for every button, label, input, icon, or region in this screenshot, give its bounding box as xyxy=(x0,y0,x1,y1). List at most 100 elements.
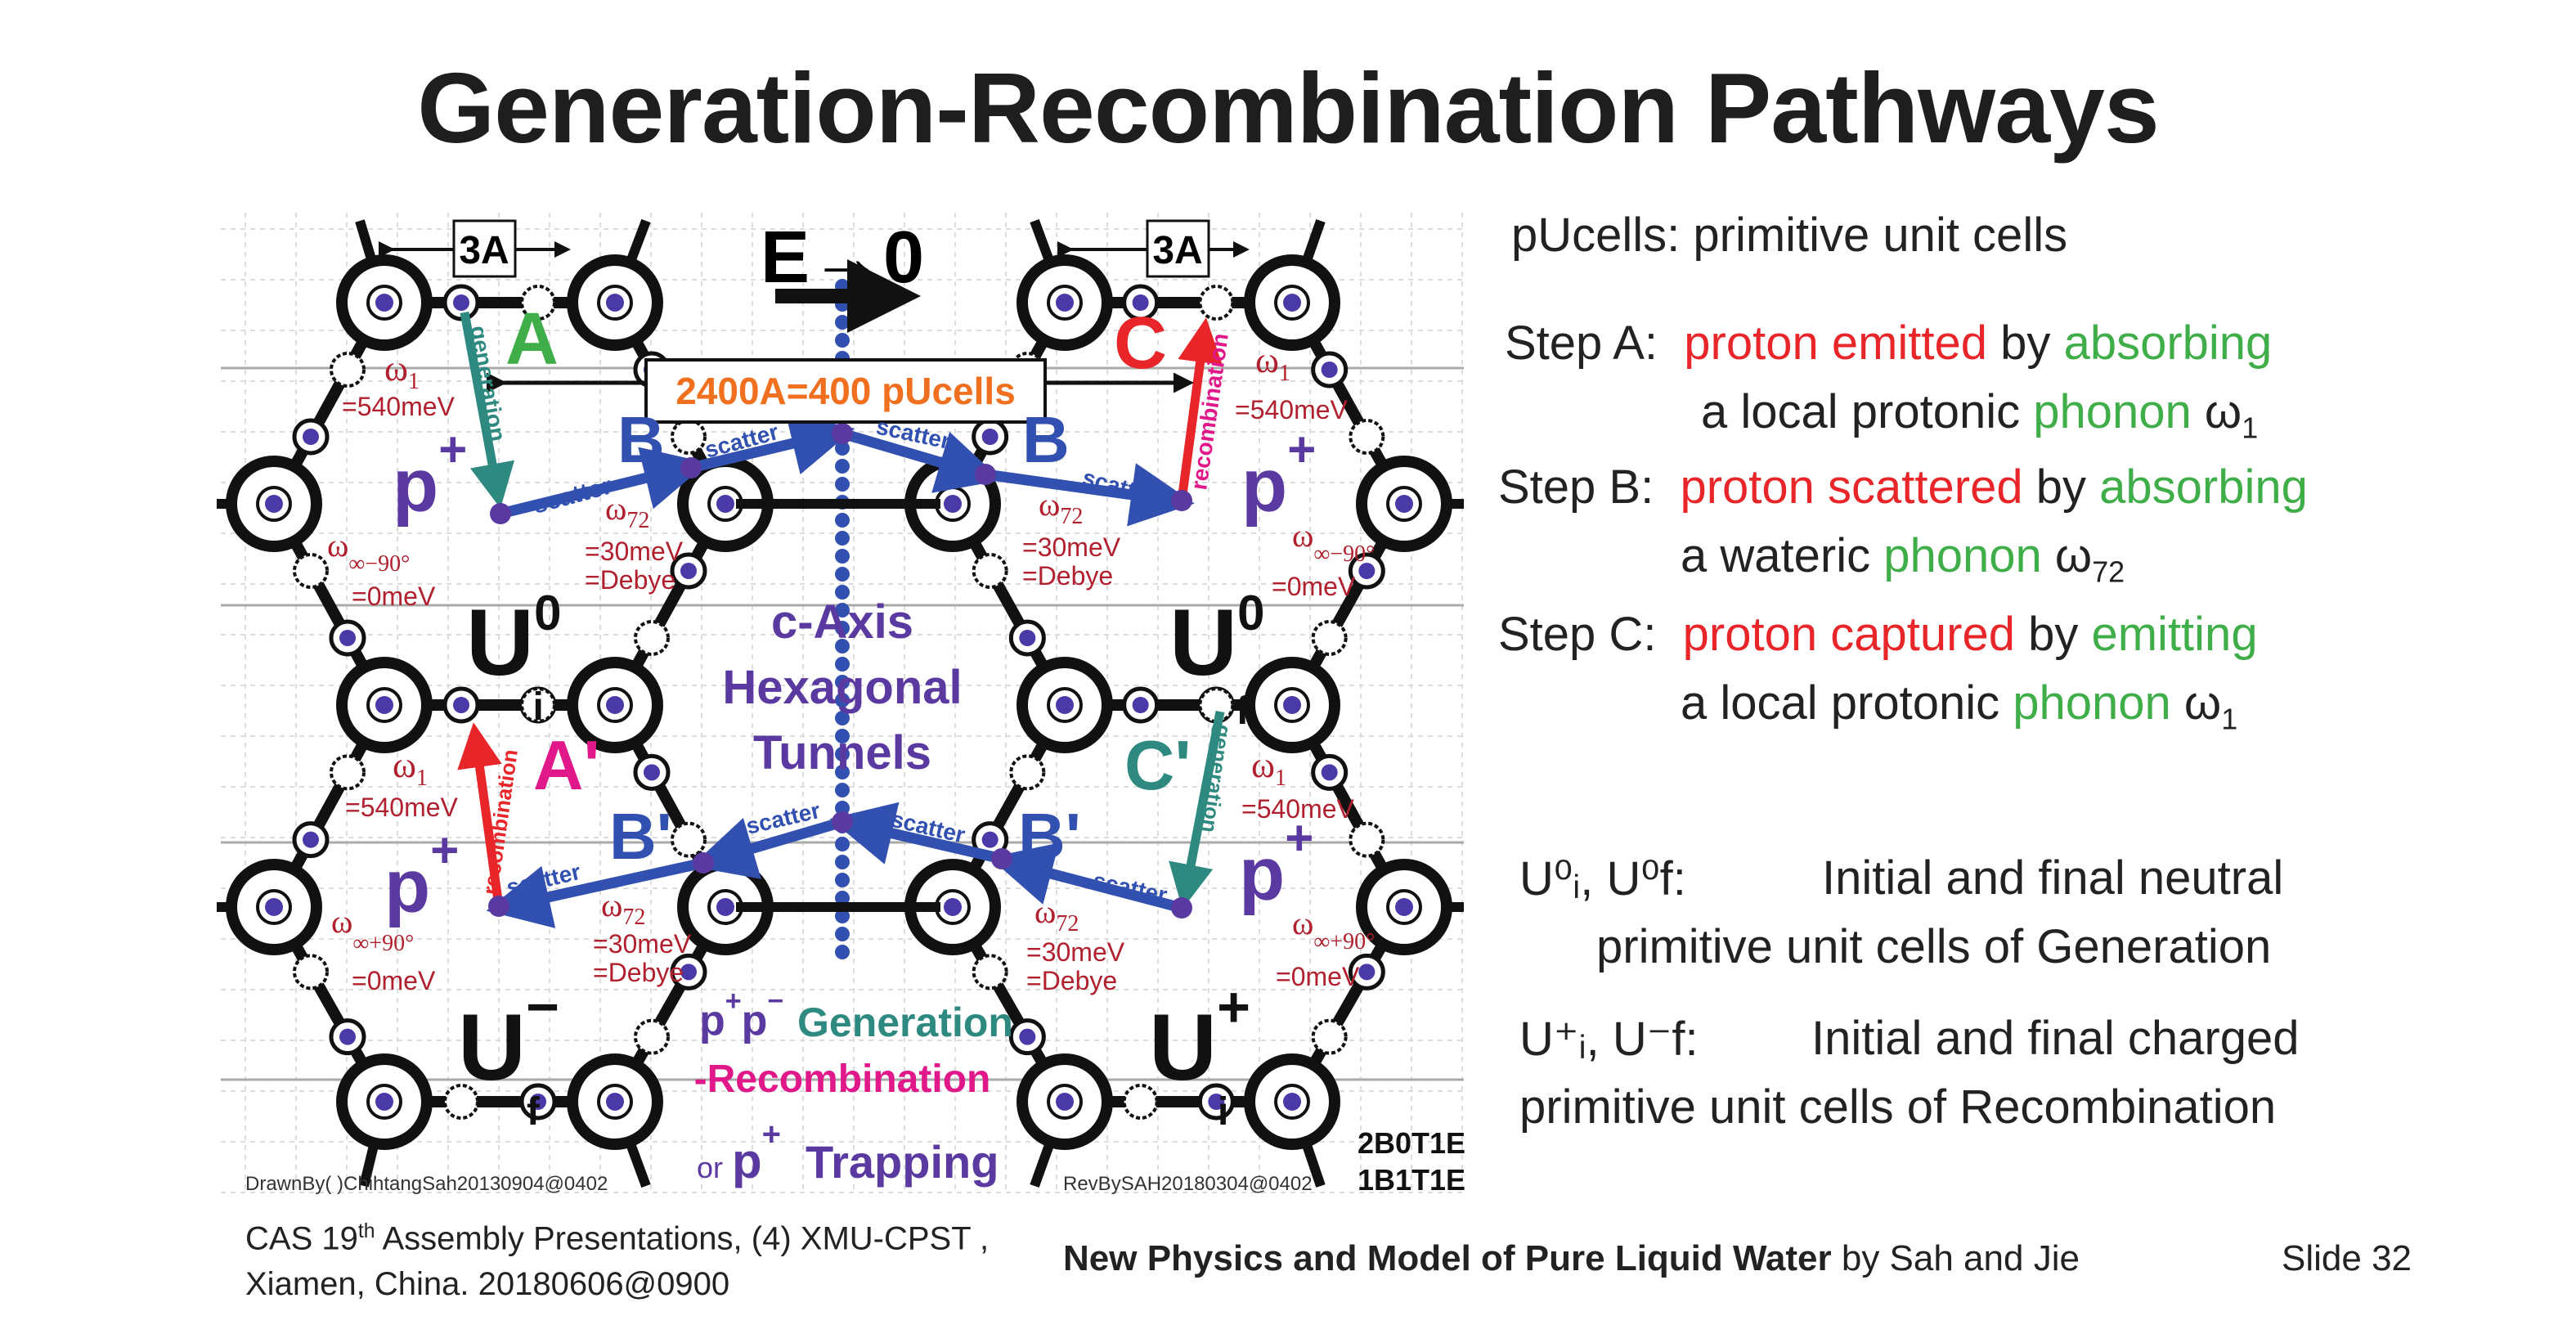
length-label: 2400A=400 pUcells xyxy=(675,370,1016,412)
energy-0: =0meV xyxy=(352,966,436,995)
hydrogen-vacancy xyxy=(330,754,366,791)
step-b-label: B xyxy=(1022,403,1070,476)
scatter-arrow xyxy=(689,412,855,475)
oxygen-nucleus xyxy=(265,495,283,513)
hydrogen-vacancy xyxy=(330,352,366,388)
energy-540: =540meV xyxy=(342,392,456,421)
oxygen-nucleus xyxy=(944,898,962,916)
chain-proton xyxy=(835,837,850,851)
omega-inf: ω∞−90° xyxy=(1292,517,1375,567)
hydrogen-vacancy xyxy=(520,687,556,723)
proton-position xyxy=(1171,490,1192,511)
energy-30: =30meV xyxy=(585,537,684,566)
proton-position xyxy=(975,464,996,485)
length-box: 2400A=400 pUcells xyxy=(487,358,1194,424)
proton xyxy=(453,294,469,311)
oxygen-nucleus xyxy=(375,1093,393,1111)
scatter-arrow xyxy=(486,857,705,928)
chain-proton xyxy=(835,873,850,887)
step-c-label: C xyxy=(1114,303,1167,384)
proton-label: p+ xyxy=(1241,422,1316,528)
step-a-line1: Step A: proton emitted by absorbing xyxy=(1505,317,2273,370)
scale-bar-left: 3A xyxy=(379,219,571,278)
energy-540: =540meV xyxy=(1241,794,1355,824)
drawn-by-credit: DrawnBy( )ChihtangSah20130904@0402 xyxy=(245,1173,608,1195)
chain-proton xyxy=(835,513,850,528)
proton-sites xyxy=(488,423,1192,919)
charged-cells-term: U⁺ᵢ, U⁻f: xyxy=(1519,1013,1699,1066)
hydrogen-vacancy xyxy=(1198,687,1235,723)
hydrogen-vacancy xyxy=(1349,419,1385,455)
hydrogen-vacancy xyxy=(1198,285,1235,321)
energy-540: =540meV xyxy=(1235,395,1349,424)
chain-proton xyxy=(835,891,850,905)
scatter-arrow xyxy=(691,816,844,879)
proton-position xyxy=(832,811,853,833)
proton xyxy=(1132,697,1149,713)
recombination-text: -Recombination xyxy=(694,1058,991,1101)
oxygen-nucleus xyxy=(1395,495,1413,513)
proton-label: p+ xyxy=(384,823,459,928)
debye-label: =Debye xyxy=(1026,966,1117,995)
charged-cells-desc2: primitive unit cells of Recombination xyxy=(1519,1080,2277,1134)
proton xyxy=(644,764,660,781)
hydrogen-vacancy xyxy=(1122,1084,1159,1120)
tunnel-label: c-Axis xyxy=(771,595,913,649)
step-b-line2: a wateric phonon ω72 xyxy=(1681,529,2125,589)
energy-0: =0meV xyxy=(1276,962,1360,991)
proton xyxy=(680,963,697,981)
step-a-label: A xyxy=(505,299,559,380)
omega-1: ω1 xyxy=(384,348,420,394)
chain-proton xyxy=(835,693,850,707)
step-c-line2: a local protonic phonon ω1 xyxy=(1681,676,2238,736)
step-a-prime-label: A' xyxy=(533,727,600,805)
proton xyxy=(1358,563,1376,579)
hydrogen-vacancy xyxy=(1349,821,1385,858)
step-a-line2: a local protonic phonon ω1 xyxy=(1701,385,2259,445)
oxygen-nucleus xyxy=(944,495,962,513)
proton xyxy=(680,563,697,579)
proton xyxy=(339,1028,356,1045)
oxygen-nucleus xyxy=(1056,1093,1074,1111)
omega-inf: ω∞+90° xyxy=(1292,905,1375,954)
charged-cells-desc: Initial and final charged xyxy=(1811,1012,2300,1065)
debye-label: =Debye xyxy=(593,958,684,987)
chain-proton xyxy=(835,927,850,941)
proton-label: p+ xyxy=(393,422,467,528)
step-b-prime-label: B' xyxy=(1018,800,1081,873)
step-b-label: B xyxy=(617,403,665,476)
chain-proton xyxy=(835,333,850,348)
chain-proton xyxy=(835,585,850,600)
slide-number: Slide 32 xyxy=(2282,1238,2412,1278)
chain-proton xyxy=(835,657,850,671)
omega-inf: ω∞+90° xyxy=(331,903,414,956)
chain-proton xyxy=(835,531,850,546)
proton-label: p+ xyxy=(1239,811,1313,916)
proton-position xyxy=(488,896,509,917)
footer-conference: CAS 19th Assembly Presentations, (4) XMU… xyxy=(245,1220,990,1257)
chain-proton xyxy=(835,675,850,689)
scale-label: 3A xyxy=(459,229,509,272)
step-c-prime-label: C' xyxy=(1124,727,1192,805)
scatter-label: scatter xyxy=(1079,465,1159,509)
hexagonal-lattice xyxy=(217,218,1464,1188)
omega-inf: ω∞−90° xyxy=(327,527,410,577)
omega-72: ω72 xyxy=(605,490,649,533)
step-b-line1: Step B: proton scattered by absorbing xyxy=(1498,460,2308,514)
energy-30: =30meV xyxy=(1026,937,1125,967)
scatter-arrows-top xyxy=(499,412,1195,527)
scatter-arrow xyxy=(829,802,1003,865)
chain-proton xyxy=(835,729,850,743)
chain-proton xyxy=(835,765,850,779)
debye-label: =Debye xyxy=(1022,561,1113,591)
omega-1: ω1 xyxy=(1255,340,1290,386)
omega-72: ω72 xyxy=(1034,893,1079,936)
chain-proton xyxy=(835,747,850,761)
footer-talk: New Physics and Model of Pure Liquid Wat… xyxy=(1063,1238,2080,1278)
chain-proton xyxy=(835,783,850,797)
proton xyxy=(303,429,319,445)
chain-proton xyxy=(835,945,850,959)
scatter-label: scatter xyxy=(530,472,615,519)
proton-position xyxy=(991,848,1012,869)
